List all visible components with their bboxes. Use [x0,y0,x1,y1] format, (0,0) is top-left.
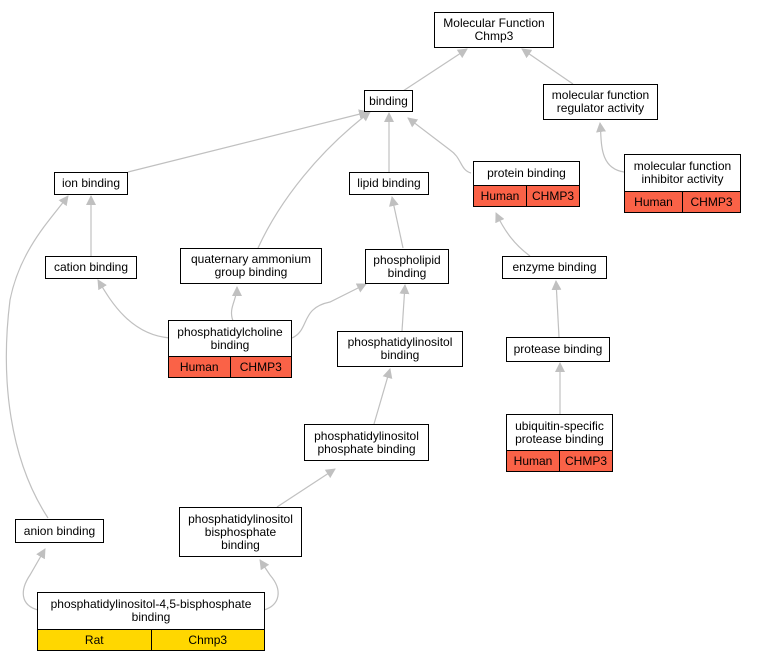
node-molecular-function[interactable]: Molecular Function Chmp3 [434,12,554,48]
node-label: cation binding [53,260,129,274]
node-phosphatidylcholine-binding[interactable]: phosphatidylcholine binding Human CHMP3 [168,320,292,378]
node-anion-binding[interactable]: anion binding [15,519,104,543]
annotation-row: Human CHMP3 [507,450,612,471]
edge-protein-binding [407,117,472,174]
edge-ion-binding [127,109,369,173]
node-quaternary-ammonium-group-binding[interactable]: quaternary ammonium group binding [180,248,322,284]
gene-cell: CHMP3 [559,451,612,471]
node-enzyme-binding[interactable]: enzyme binding [502,256,607,279]
species-cell: Human [179,360,219,374]
node-label: binding [369,93,408,108]
node-phosphatidylinositol-binding[interactable]: phosphatidylinositol binding [337,331,463,367]
node-binding[interactable]: binding [364,90,413,112]
edge-pi45-anion [22,548,46,611]
species-cell: Human [513,454,553,468]
node-label: ion binding [61,176,121,190]
gene-cell: Chmp3 [150,630,265,650]
node-label: protease binding [513,342,603,356]
edge-pcb-qagb [230,286,242,322]
edge-phospholipid-lipid [389,196,404,249]
annotation-row: Rat Chmp3 [38,629,264,650]
species-cell: Human [480,189,520,203]
edge-pcb-phospholipid [291,283,367,339]
edge-protease-enzyme [551,280,562,338]
node-label: Molecular Function Chmp3 [443,16,545,43]
edge-pcb-cation [97,279,171,339]
node-label: phosphatidylinositol-4,5-bisphosphate bi… [50,597,252,624]
edge-mfra-mf [521,48,574,85]
node-label: anion binding [23,523,96,538]
node-protein-binding[interactable]: protein binding Human CHMP3 [473,161,580,207]
annotation-row: Human CHMP3 [169,356,291,377]
node-label: phosphatidylcholine binding [177,324,283,352]
node-label: molecular function inhibitor activity [633,159,732,186]
annotation-row: Human CHMP3 [625,191,740,212]
node-label: phosphatidylinositol binding [347,335,453,362]
node-label: lipid binding [357,176,421,190]
gene-cell: CHMP3 [229,357,292,377]
node-label: enzyme binding [512,260,597,274]
node-label: phospholipid binding [373,252,441,280]
edge-mfia-mfra [596,122,625,173]
node-label: ubiquitin-specific protease binding [515,418,604,446]
edge-pipb-pib [373,368,393,425]
gene-cell: CHMP3 [682,192,740,212]
annotation-row: Human CHMP3 [474,185,579,206]
node-phosphatidylinositol-bisphosphate-binding[interactable]: phosphatidylinositol bisphosphate bindin… [179,507,302,557]
edge-enzyme-protein [495,212,531,257]
node-phosphatidylinositol-phosphate-binding[interactable]: phosphatidylinositol phosphate binding [304,424,429,461]
node-cation-binding[interactable]: cation binding [45,256,137,279]
gene-cell: CHMP3 [526,186,579,206]
node-phospholipid-binding[interactable]: phospholipid binding [365,249,449,284]
node-label: molecular function regulator activity [551,88,650,115]
node-ion-binding[interactable]: ion binding [54,172,128,195]
node-ubiquitin-specific-protease-binding[interactable]: ubiquitin-specific protease binding Huma… [506,414,613,472]
node-molecular-function-inhibitor-activity[interactable]: molecular function inhibitor activity Hu… [624,154,741,213]
node-label: protein binding [487,166,566,180]
edge-binding-mf [402,48,468,92]
edge-pibpb-pipb [276,468,336,508]
species-cell: Rat [84,633,104,647]
node-molecular-function-regulator-activity[interactable]: molecular function regulator activity [543,84,658,120]
edge-anion-ion [5,195,69,519]
node-lipid-binding[interactable]: lipid binding [349,172,429,195]
species-cell: Human [634,195,673,209]
edge-qagb-binding [257,111,371,249]
edge-pib-phospholipid [399,284,410,332]
edge-pi45-pibpb [259,559,279,611]
node-label: phosphatidylinositol bisphosphate bindin… [188,511,293,552]
node-phosphatidylinositol-4-5-bisphosphate-binding[interactable]: phosphatidylinositol-4,5-bisphosphate bi… [37,592,265,651]
node-protease-binding[interactable]: protease binding [506,337,610,362]
node-label: quaternary ammonium group binding [190,252,312,279]
node-label: phosphatidylinositol phosphate binding [314,428,419,456]
